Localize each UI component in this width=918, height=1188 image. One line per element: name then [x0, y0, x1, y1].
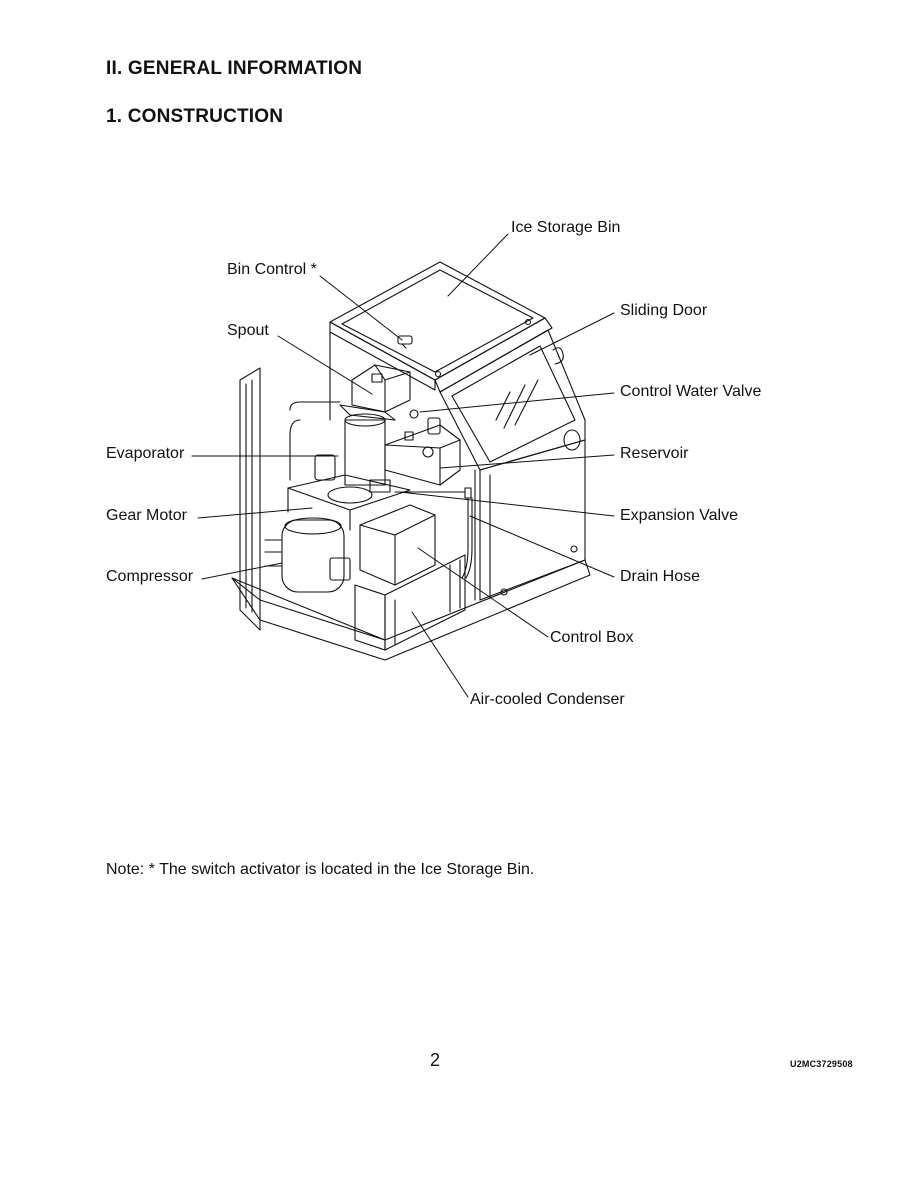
leader-control-water-valve — [419, 392, 615, 413]
leader-reservoir — [439, 454, 615, 469]
ice-storage-bin — [329, 261, 553, 421]
subsection-heading: 1. CONSTRUCTION — [106, 106, 284, 127]
label-air-cooled-condenser: Air-cooled Condenser — [470, 691, 625, 708]
gear-motor — [287, 474, 411, 531]
label-control-box: Control Box — [550, 629, 634, 646]
leader-gear-motor — [197, 507, 313, 519]
leader-compressor — [201, 562, 283, 580]
label-sliding-door: Sliding Door — [620, 302, 708, 319]
document-code: U2MC3729508 — [790, 1059, 853, 1069]
leader-air-cooled-condenser — [411, 611, 469, 698]
control-box — [359, 504, 436, 586]
evaporator — [289, 401, 386, 486]
label-expansion-valve: Expansion Valve — [620, 507, 738, 524]
leader-control-box — [417, 547, 549, 638]
control-water-valve — [409, 409, 441, 435]
left-side-panel — [239, 367, 261, 631]
leader-sliding-door — [529, 312, 615, 356]
label-spout: Spout — [227, 322, 269, 339]
reservoir — [384, 424, 461, 486]
machine-base — [231, 559, 591, 661]
sliding-door — [439, 329, 586, 471]
leader-lines — [191, 233, 615, 698]
leader-drain-hose — [469, 515, 615, 578]
footnote: Note: * The switch activator is located … — [106, 861, 535, 878]
leader-ice-storage-bin — [447, 233, 509, 297]
label-compressor: Compressor — [106, 568, 194, 585]
leader-bin-control — [319, 275, 403, 341]
label-bin-control: Bin Control * — [227, 261, 317, 278]
label-control-water-valve: Control Water Valve — [620, 383, 762, 400]
section-heading: II. GENERAL INFORMATION — [106, 58, 363, 79]
drain-hose — [461, 497, 473, 579]
label-ice-storage-bin: Ice Storage Bin — [511, 219, 621, 236]
label-reservoir: Reservoir — [620, 445, 689, 462]
label-evaporator: Evaporator — [106, 445, 185, 462]
leader-expansion-valve — [399, 491, 615, 517]
bin-control-switch — [397, 335, 413, 349]
page-number: 2 — [430, 1050, 441, 1070]
label-gear-motor: Gear Motor — [106, 507, 187, 524]
leader-spout — [277, 335, 373, 395]
spout — [339, 364, 411, 421]
compressor — [264, 517, 351, 593]
air-cooled-condenser — [354, 554, 466, 651]
label-drain-hose: Drain Hose — [620, 568, 701, 585]
